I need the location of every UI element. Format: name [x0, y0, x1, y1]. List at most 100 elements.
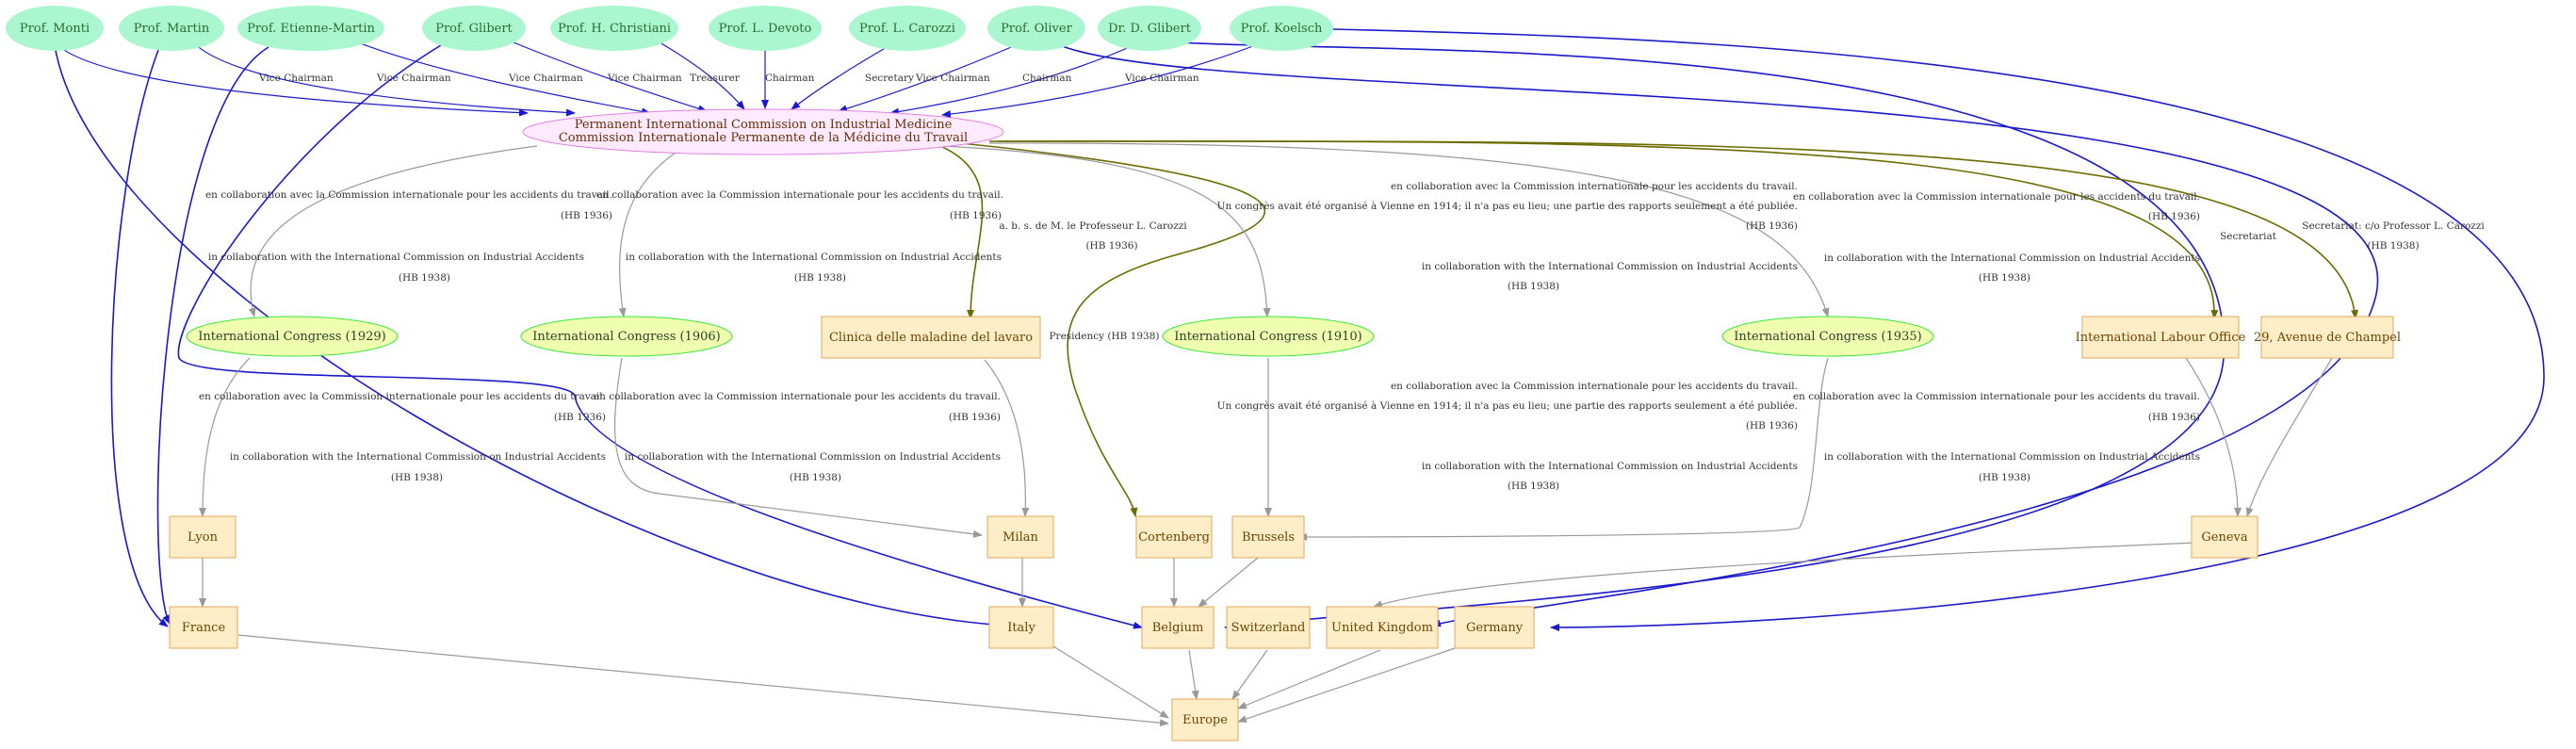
edge-koelsch-germany — [1299, 27, 2545, 631]
edge-germany-europe — [1237, 645, 1461, 723]
role-label-monti: Vice Chairman — [258, 73, 334, 84]
note-1910-fr: en collaboration avec la Commission inte… — [1391, 181, 1798, 192]
note-1935-fr: en collaboration avec la Commission inte… — [1793, 191, 2200, 203]
edge-oliver-uk — [1059, 44, 2379, 627]
note-milan-fr-date: (HB 1936) — [949, 412, 1001, 423]
note-clinica-carozzi: a. b. s. de M. le Professeur L. Carozzi — [999, 220, 1187, 232]
country-node-germany[interactable]: Germany — [1454, 606, 1535, 649]
event-node-congress-1906[interactable]: International Congress (1906) — [520, 316, 733, 357]
svg-text:International Congress (1929): International Congress (1929) — [198, 330, 385, 344]
svg-text:Lyon: Lyon — [187, 530, 219, 545]
note-1935b-en-date: (HB 1938) — [1979, 472, 2030, 483]
edge-martin-france — [110, 44, 169, 627]
svg-text:International Congress (1910): International Congress (1910) — [1174, 330, 1361, 344]
role-notes: a. b. s. de M. le Professeur L. Carozzi … — [999, 220, 2485, 342]
place-node-cortenberg[interactable]: Cortenberg — [1135, 515, 1213, 559]
country-node-belgium[interactable]: Belgium — [1141, 606, 1215, 649]
note-1935b-fr-date: (HB 1936) — [2148, 412, 2200, 423]
note-1906-fr-date: (HB 1936) — [950, 210, 1002, 221]
svg-text:International Congress (1935): International Congress (1935) — [1734, 330, 1921, 344]
place-node-brussels[interactable]: Brussels — [1231, 515, 1305, 559]
svg-text:Prof. H. Christiani: Prof. H. Christiani — [558, 22, 671, 36]
role-label-martin: Vice Chairman — [376, 73, 451, 84]
edge-commission-1935 — [988, 142, 1830, 318]
svg-text:Brussels: Brussels — [1242, 530, 1295, 545]
edge-carozzi-commission — [791, 41, 896, 110]
svg-text:Prof. Koelsch: Prof. Koelsch — [1241, 22, 1323, 36]
region-node-europe[interactable]: Europe — [1171, 698, 1239, 741]
edge-italy-europe — [1052, 645, 1169, 719]
note-1910-en: in collaboration with the International … — [1422, 261, 1798, 272]
person-node-carozzi[interactable]: Prof. L. Carozzi — [849, 6, 966, 51]
svg-text:Cortenberg: Cortenberg — [1138, 530, 1210, 545]
note-1929-en-date: (HB 1938) — [399, 272, 450, 284]
edges-commission-gray — [248, 142, 1830, 318]
note-1935-fr-date: (HB 1936) — [2148, 211, 2200, 222]
note-milan-en-date: (HB 1938) — [790, 472, 841, 483]
edge-commission-cortenberg — [941, 140, 1265, 517]
note-1910-en-date: (HB 1938) — [1508, 281, 1559, 292]
country-node-france[interactable]: France — [169, 606, 238, 649]
edge-1906-milan — [614, 357, 983, 538]
svg-text:Prof. Glibert: Prof. Glibert — [435, 22, 513, 36]
edge-glibert-belgium — [177, 44, 1143, 629]
svg-text:Milan: Milan — [1003, 530, 1038, 545]
person-node-d-glibert[interactable]: Dr. D. Glibert — [1098, 6, 1201, 51]
person-node-martin[interactable]: Prof. Martin — [119, 6, 224, 51]
edge-koelsch-commission — [941, 41, 1264, 118]
country-node-switzerland[interactable]: Switzerland — [1226, 606, 1311, 649]
place-node-geneva[interactable]: Geneva — [2191, 515, 2258, 559]
role-label-glibert: Vice Chairman — [607, 73, 682, 84]
org-node-clinica[interactable]: Clinica delle maladine del lavaro — [821, 316, 1041, 359]
svg-text:Prof. Monti: Prof. Monti — [20, 22, 90, 36]
svg-text:International Congress (1906): International Congress (1906) — [532, 330, 720, 344]
person-node-glibert[interactable]: Prof. Glibert — [422, 6, 526, 51]
commission-node[interactable]: Permanent International Commission on In… — [522, 108, 1004, 155]
note-1910-vienna: Un congrès avait été organisé à Vienne e… — [1217, 201, 1798, 212]
person-node-oliver[interactable]: Prof. Oliver — [987, 6, 1085, 51]
note-clinica-date: (HB 1936) — [1085, 240, 1137, 252]
note-1910-fr-date: (HB 1936) — [1746, 220, 1798, 232]
role-label-dglibert: Chairman — [1022, 73, 1072, 84]
edge-oliver-commission — [838, 41, 1023, 113]
person-node-koelsch[interactable]: Prof. Koelsch — [1230, 6, 1333, 51]
note-milan-fr: en collaboration avec la Commission inte… — [594, 391, 1001, 402]
edges-commission-olive — [922, 138, 2359, 517]
person-node-etienne-martin[interactable]: Prof. Etienne-Martin — [237, 6, 384, 51]
svg-text:Prof. L. Devoto: Prof. L. Devoto — [719, 22, 812, 36]
note-champel-l2: (HB 1938) — [2367, 240, 2419, 252]
event-node-congress-1929[interactable]: International Congress (1929) — [186, 316, 399, 357]
svg-text:Prof. L. Carozzi: Prof. L. Carozzi — [859, 22, 955, 36]
place-node-milan[interactable]: Milan — [986, 515, 1054, 559]
note-1906-fr: en collaboration avec la Commission inte… — [596, 189, 1003, 201]
collab-notes: en collaboration avec la Commission inte… — [199, 181, 2200, 492]
country-node-united-kingdom[interactable]: United Kingdom — [1326, 606, 1439, 649]
country-node-italy[interactable]: Italy — [988, 606, 1054, 649]
event-nodes: International Congress (1929) Internatio… — [186, 316, 1934, 357]
edge-clinica-milan — [984, 359, 1030, 517]
person-node-monti[interactable]: Prof. Monti — [6, 6, 104, 51]
svg-text:Prof. Martin: Prof. Martin — [134, 22, 210, 36]
note-1906-en-date: (HB 1938) — [794, 272, 846, 284]
role-labels: Vice Chairman Vice Chairman Vice Chairma… — [258, 73, 1199, 84]
role-label-christiani: Treasurer — [690, 73, 741, 84]
org-node-ilo[interactable]: International Labour Office — [2076, 316, 2246, 359]
people-nodes: Prof. Monti Prof. Martin Prof. Etienne-M… — [6, 6, 1333, 51]
note-brussels-en: in collaboration with the International … — [1422, 461, 1798, 472]
event-node-congress-1935[interactable]: International Congress (1935) — [1721, 316, 1934, 357]
edge-1935-brussels — [1297, 357, 1829, 541]
person-node-devoto[interactable]: Prof. L. Devoto — [709, 6, 822, 51]
edge-glibert-commission — [513, 41, 708, 113]
person-node-christiani[interactable]: Prof. H. Christiani — [550, 6, 678, 51]
edge-france-europe — [237, 634, 1169, 727]
event-node-congress-1910[interactable]: International Congress (1910) — [1162, 316, 1375, 357]
svg-text:International Labour Office: International Labour Office — [2076, 331, 2246, 345]
role-label-oliver: Vice Chairman — [915, 73, 990, 84]
edge-ilo-geneva — [2185, 357, 2242, 517]
edge-belgium-europe — [1188, 649, 1199, 700]
note-lyon-en-date: (HB 1938) — [391, 472, 443, 483]
edge-monti-commission — [54, 41, 529, 117]
svg-text:Permanent International Commis: Permanent International Commission on In… — [575, 118, 953, 132]
org-node-champel[interactable]: 29, Avenue de Champel — [2254, 316, 2401, 359]
place-node-lyon[interactable]: Lyon — [169, 515, 236, 559]
